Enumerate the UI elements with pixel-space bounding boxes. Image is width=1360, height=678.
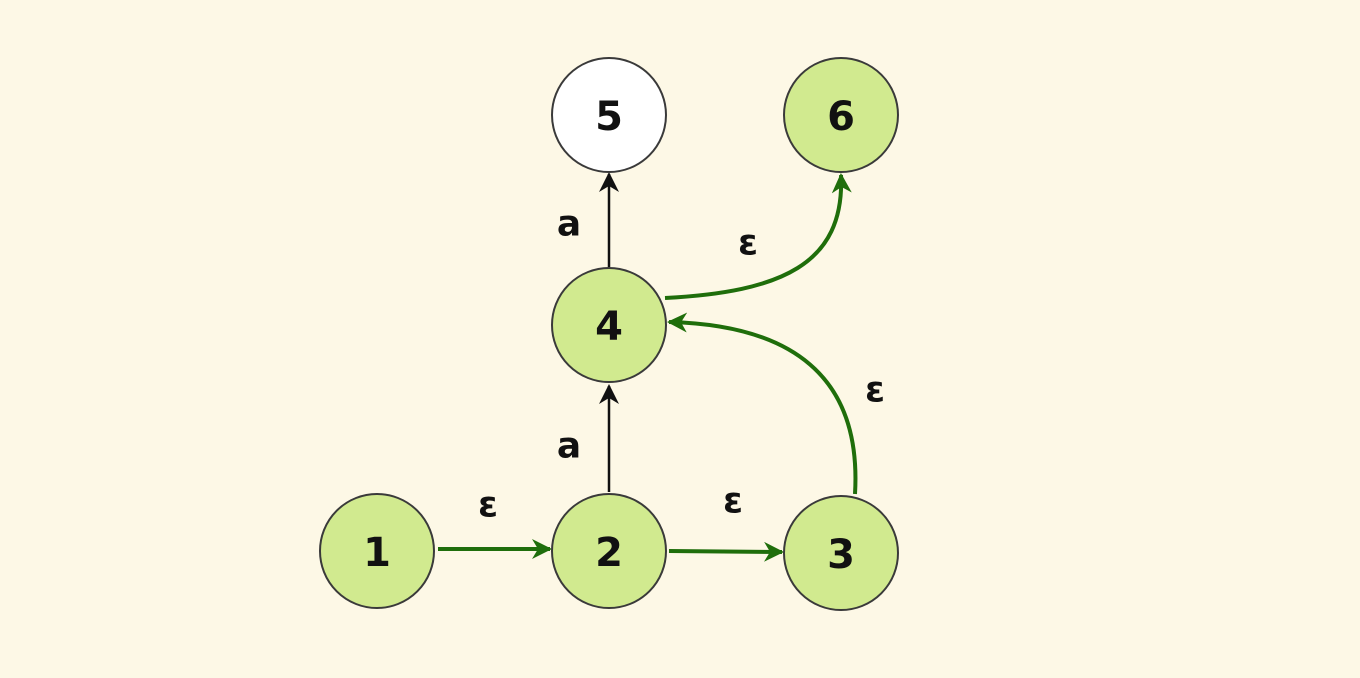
edge-label-2-4: a: [557, 426, 581, 467]
edge-line-3-4: [667, 312, 858, 495]
edge-label-4-5: a: [557, 204, 581, 245]
edge-label-2-3: ε: [723, 481, 743, 522]
nodes: 1 2 3 4 5 6: [319, 57, 899, 611]
state-node-4[interactable]: 4: [551, 267, 667, 383]
edge-line-4-6: [664, 173, 852, 300]
state-circle-3: [783, 495, 899, 611]
state-label-2: 2: [595, 530, 623, 576]
state-label-5: 5: [595, 94, 623, 140]
edge-4-6: ε: [664, 173, 852, 300]
edge-label-1-2: ε: [478, 485, 498, 526]
state-node-6[interactable]: 6: [783, 57, 899, 173]
edge-3-4: ε: [667, 312, 885, 495]
edge-label-3-4: ε: [865, 370, 885, 411]
edge-2-4: a: [557, 384, 619, 492]
edge-4-5: a: [557, 172, 619, 267]
state-circle-4: [551, 267, 667, 383]
edge-1-2: ε: [438, 485, 552, 559]
state-node-2[interactable]: 2: [551, 493, 667, 609]
edge-2-3: ε: [668, 481, 784, 562]
edge-line-2-3: [668, 541, 784, 562]
state-circle-2: [551, 493, 667, 609]
state-node-5[interactable]: 5: [551, 57, 667, 173]
state-circle-6: [783, 57, 899, 173]
state-node-1[interactable]: 1: [319, 493, 435, 609]
edge-label-4-6: ε: [738, 223, 758, 264]
edges: ε ε a ε a ε: [438, 172, 885, 562]
state-label-1: 1: [363, 530, 391, 576]
state-circle-5: [551, 57, 667, 173]
state-label-3: 3: [827, 532, 855, 578]
state-node-3[interactable]: 3: [783, 495, 899, 611]
state-label-4: 4: [595, 304, 623, 350]
state-label-6: 6: [827, 94, 855, 140]
state-circle-1: [319, 493, 435, 609]
